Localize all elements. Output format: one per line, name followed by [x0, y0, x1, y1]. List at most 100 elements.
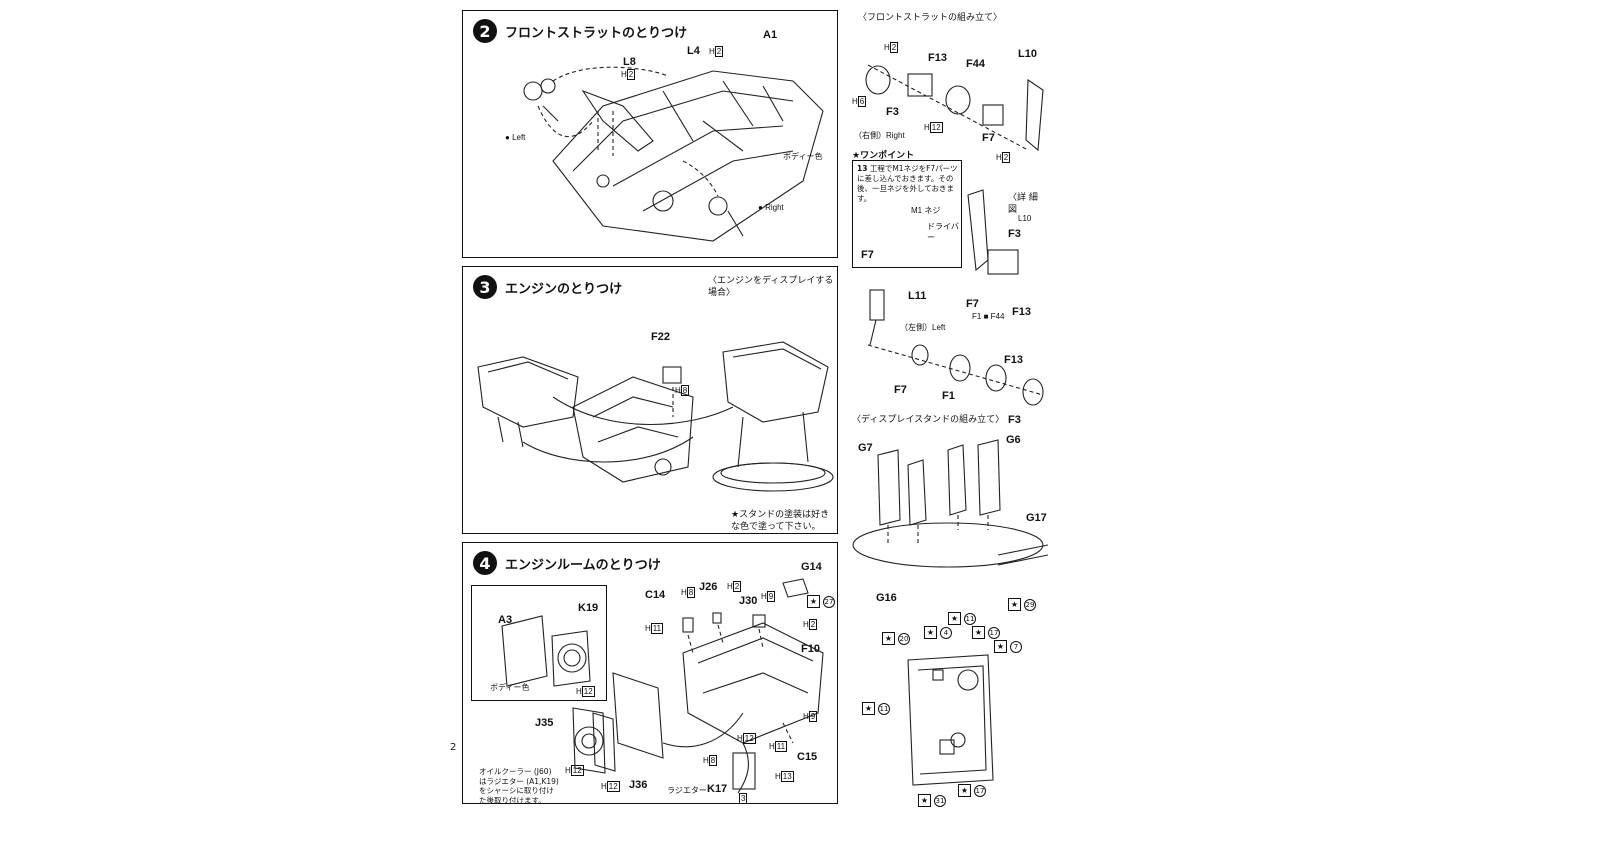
label-k17: K17	[707, 783, 728, 795]
label-f10: F10	[801, 643, 820, 655]
star-29: ★29	[1008, 598, 1036, 611]
label-box-3: 3	[739, 793, 748, 804]
label-f13-left: F13	[1004, 354, 1023, 366]
label-l4: L4	[687, 45, 700, 57]
label-f22: F22	[651, 331, 670, 343]
step-2-panel: 2 フロントストラットのとりつけ A1	[462, 10, 838, 258]
label-j36: J36	[629, 779, 648, 791]
label-f7b: F7	[861, 249, 874, 261]
step-title: エンジンのとりつけ	[505, 281, 623, 297]
label-a3: A3	[498, 614, 513, 626]
label-f1-left: F1	[942, 390, 955, 402]
label-l8: L8	[623, 56, 636, 68]
page-edge-mark: 2	[450, 742, 457, 753]
oil-cooler-note: オイルクーラー (J60) はラジエター (A1,K19) をシャーシに取り付け…	[479, 767, 559, 805]
star-27: ★27	[807, 595, 835, 608]
label-c15: C15	[797, 751, 818, 763]
label-l11: L11	[908, 290, 927, 302]
label-radiator: ラジエター	[667, 786, 707, 795]
engine-room-drawing	[572, 578, 824, 794]
display-engine-note: 〈エンジンをディスプレイする場合〉	[708, 276, 834, 298]
label-c14: C14	[645, 589, 666, 601]
label-k19: K19	[578, 602, 599, 614]
front-strut-drawing	[523, 66, 824, 242]
right-column: 〈フロントストラットの組み立て〉	[848, 0, 1048, 850]
step-2-header: 2 フロントストラットのとりつけ	[473, 19, 687, 43]
label-j30: J30	[739, 595, 758, 607]
star-7: ★7	[994, 640, 1022, 653]
onepoint-title: ★ワンポイント	[852, 151, 915, 161]
label-left-side: （左側）Left	[900, 323, 946, 332]
label-f1-f44: F1 ■ F44	[972, 312, 1005, 321]
label-right-side: （右側）Right	[854, 131, 905, 140]
label-a1: A1	[763, 29, 778, 41]
star-31: ★31	[918, 794, 946, 807]
detail-title: 〈詳 細 図	[1008, 193, 1038, 215]
right-column-drawing	[852, 64, 1048, 786]
label-g6: G6	[1006, 434, 1021, 446]
label-f13-detail: F13	[1012, 306, 1031, 318]
label-f3-left: F3	[1008, 414, 1021, 426]
label-f44: F44	[966, 58, 985, 70]
star-11: ★11	[948, 612, 976, 625]
label-body-color: ボディー色	[490, 683, 530, 692]
step-number: 3	[473, 275, 497, 299]
step-3-header: 3 エンジンのとりつけ	[473, 275, 622, 299]
label-f7-left: F7	[894, 384, 907, 396]
step-title: フロントストラットのとりつけ	[505, 25, 688, 41]
label-g16: G16	[876, 592, 897, 604]
label-l10: L10	[1018, 48, 1037, 60]
label-j35: J35	[535, 717, 554, 729]
star-4: ★4	[924, 626, 952, 639]
label-g14: G14	[801, 561, 822, 573]
radiator-inset-drawing	[501, 615, 591, 687]
stand-assembly-title: 〈ディスプレイスタンドの組み立て〉	[852, 415, 1005, 425]
engine-install-drawing	[477, 341, 834, 492]
label-right: ● Right	[758, 203, 784, 212]
star-11b: ★11	[862, 702, 890, 715]
star-17b: ★17	[958, 784, 986, 797]
star-17: ★17	[972, 626, 1000, 639]
label-m1-screw: M1 ネジ	[911, 206, 941, 215]
label-l10-detail: L10	[1018, 214, 1032, 223]
onepoint-box: 13 工程でM1ネジをF7パーツに差し込んでおきます。その後、一旦ネジを外してお…	[852, 160, 962, 268]
star-20: ★20	[882, 632, 910, 645]
label-f7-detail: F7	[966, 298, 979, 310]
label-g17: G17	[1026, 512, 1047, 524]
step-3-panel: 3 エンジンのとりつけ 〈エンジンをディスプレイする場合〉 F	[462, 266, 838, 534]
label-left: ● Left	[505, 133, 526, 142]
step-4-header: 4 エンジンルームのとりつけ	[473, 551, 661, 575]
strut-assembly-title: 〈フロントストラットの組み立て〉	[858, 13, 1003, 23]
label-f13: F13	[928, 52, 947, 64]
label-body-color: ボディー色	[783, 152, 823, 161]
label-f3: F3	[886, 106, 899, 118]
label-g7: G7	[858, 442, 873, 454]
step-number: 2	[473, 19, 497, 43]
label-f3-detail: F3	[1008, 228, 1021, 240]
onepoint-text: 13 工程でM1ネジをF7パーツに差し込んでおきます。その後、一旦ネジを外してお…	[857, 164, 958, 203]
label-f7: F7	[982, 132, 995, 144]
